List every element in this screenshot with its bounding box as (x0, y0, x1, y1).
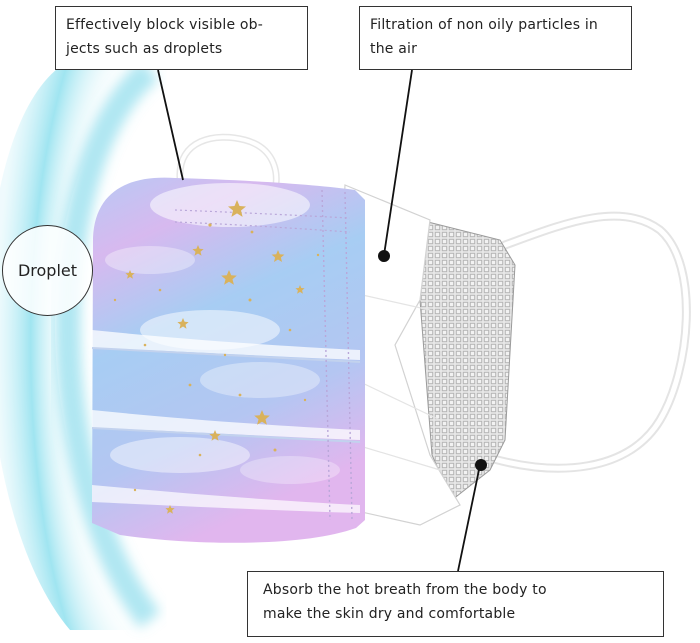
droplet-shield (0, 60, 175, 630)
pointer-dot-3 (475, 459, 487, 471)
callout-filtration: Filtration of non oily particles in the … (359, 6, 632, 70)
leader-line-1 (157, 69, 184, 181)
pointer-dot-2 (378, 250, 390, 262)
droplet-label-text: Droplet (17, 261, 78, 280)
callout-filtration-text: Filtration of non oily particles in the … (370, 17, 598, 57)
callout-absorb-breath-text: Absorb the hot breath from the body to m… (263, 582, 547, 622)
stitch-edge (321, 189, 353, 521)
pleat-2 (92, 410, 360, 440)
leader-line-3 (457, 464, 481, 572)
pleat-3 (92, 485, 360, 513)
outer-layer (92, 177, 365, 543)
pleat-1 (92, 330, 360, 360)
gold-stars (113, 200, 320, 514)
callout-block-droplets-text: Effectively block visible ob- jects such… (66, 17, 264, 57)
callout-block-droplets: Effectively block visible ob- jects such… (55, 6, 308, 70)
leader-line-2 (383, 69, 413, 256)
callout-absorb-breath: Absorb the hot breath from the body to m… (247, 571, 664, 637)
droplet-label: Droplet (2, 225, 93, 316)
mesh-layer (419, 221, 516, 501)
